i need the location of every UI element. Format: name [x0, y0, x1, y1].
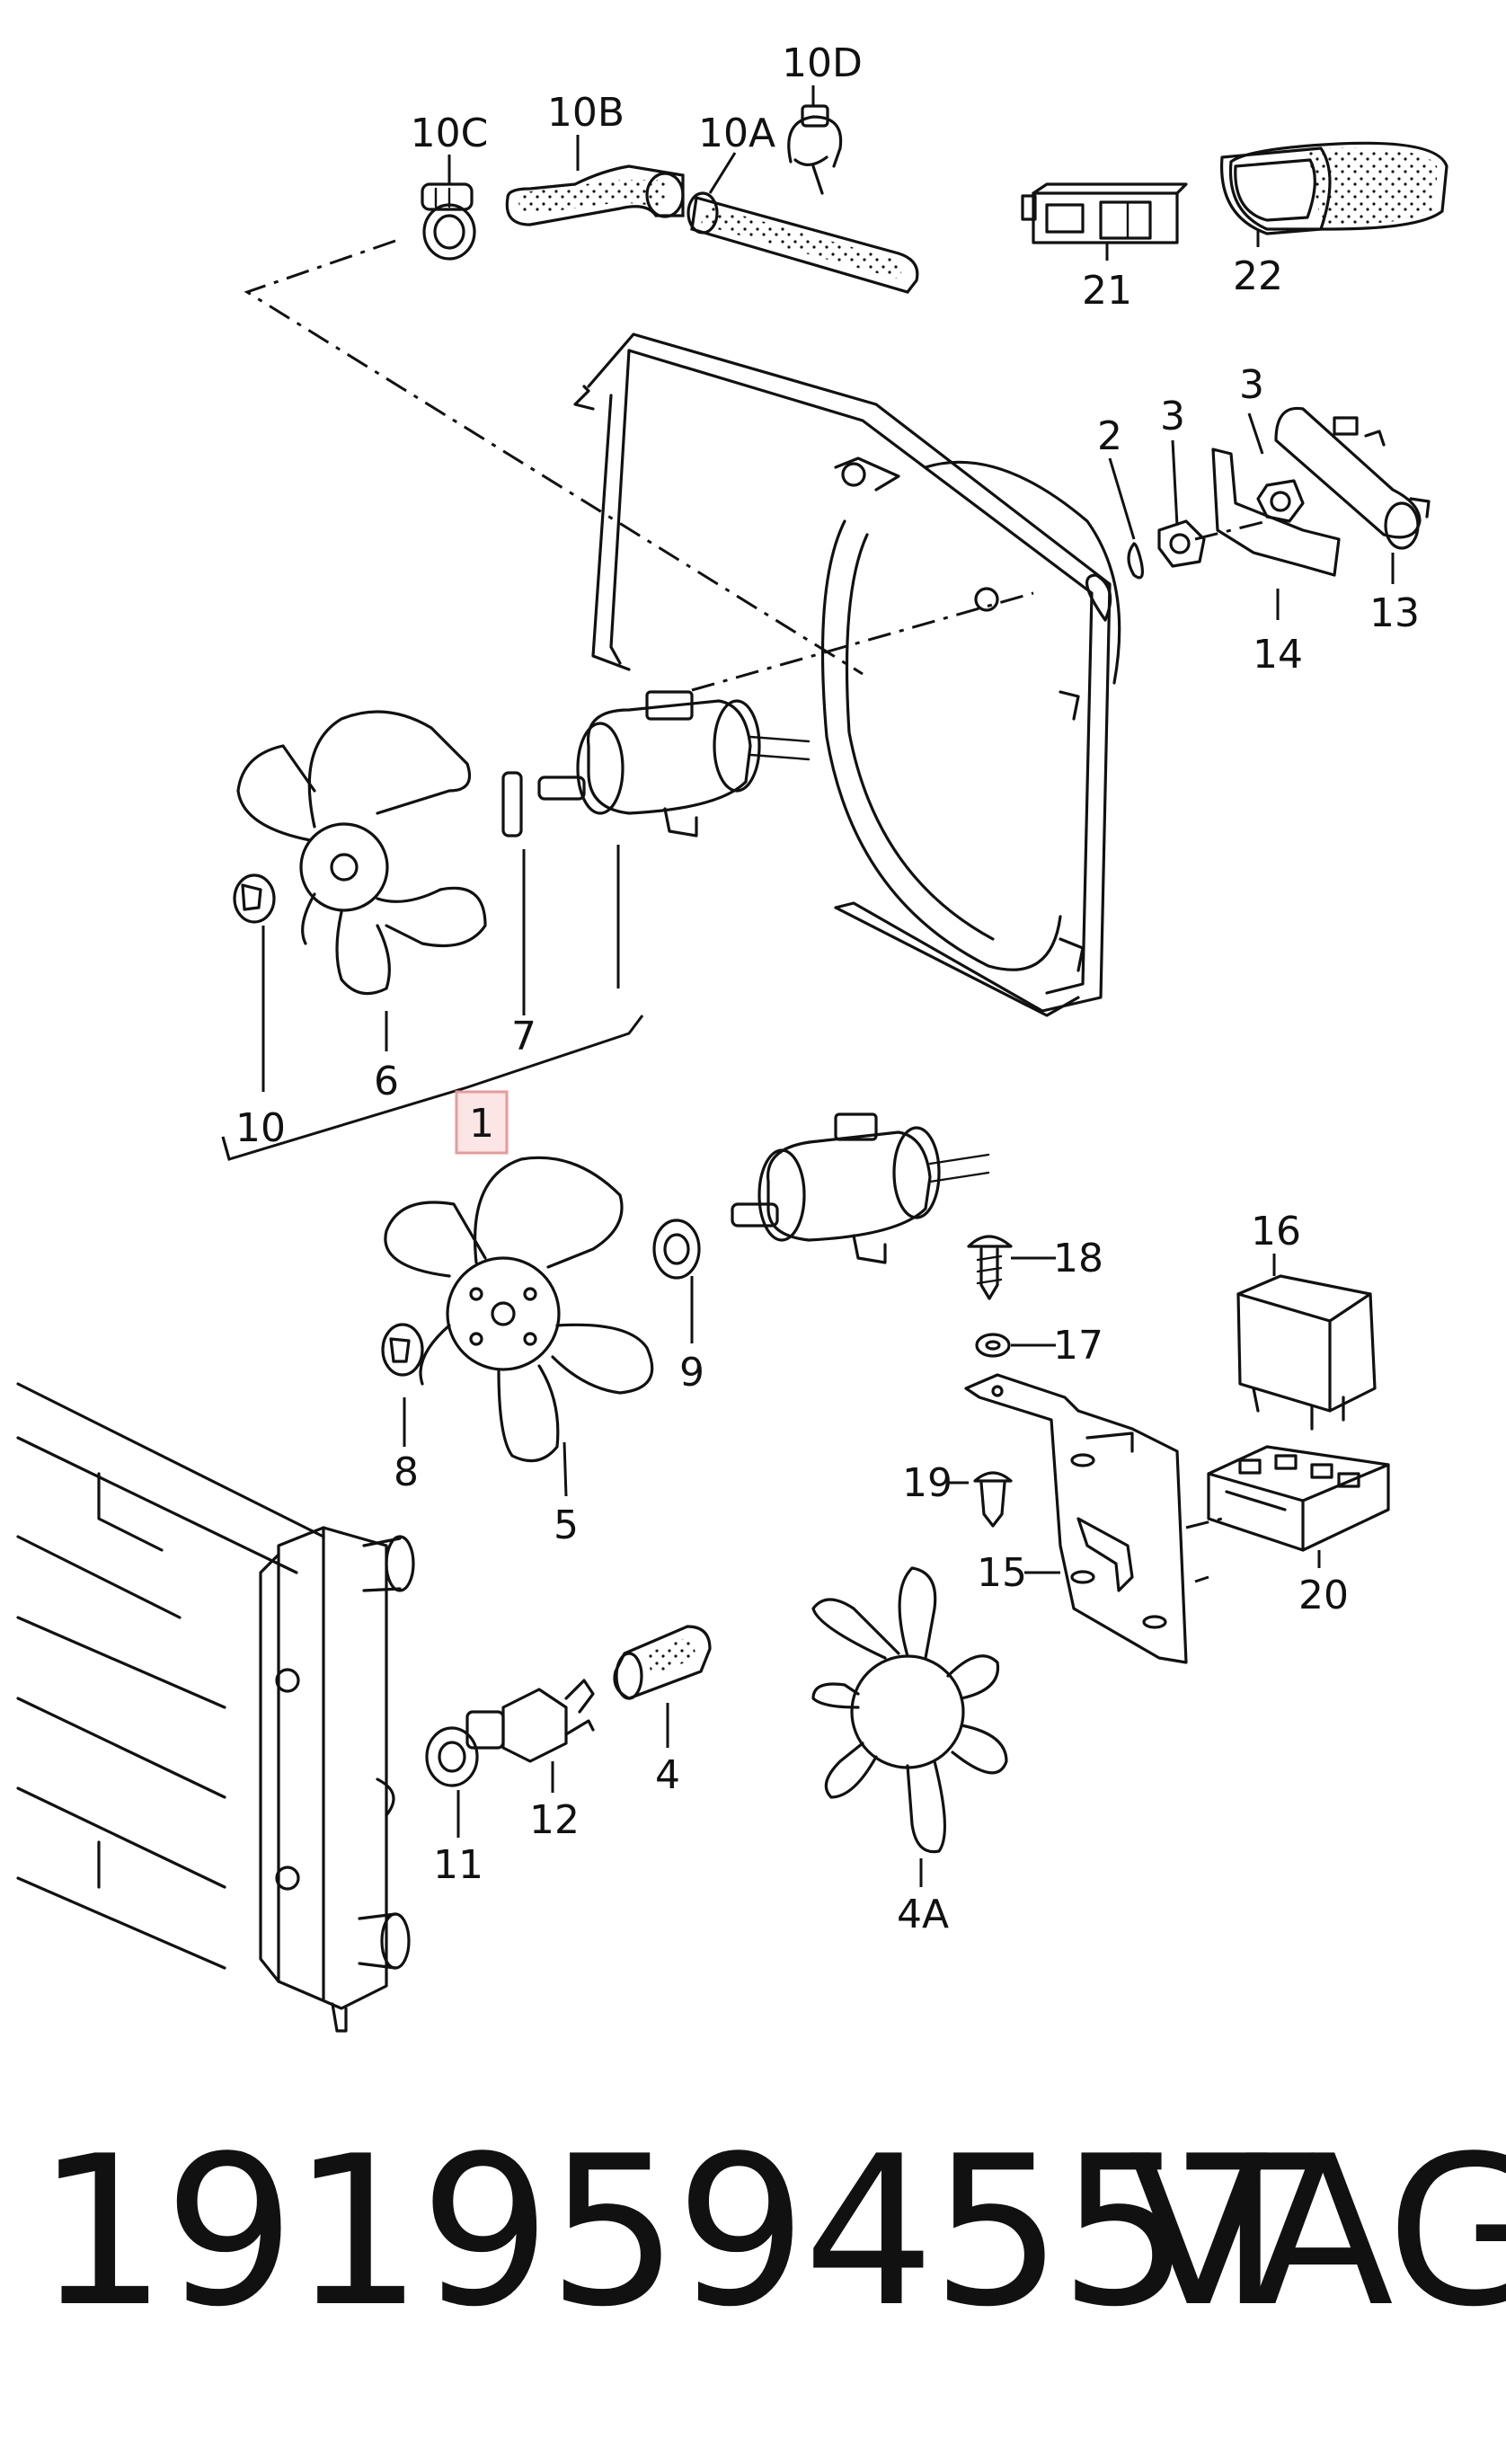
callout-10d: 10D: [782, 40, 863, 86]
dashline-resistor: [1194, 519, 1268, 541]
callout-13: 13: [1369, 590, 1420, 636]
pin-7: [501, 771, 523, 838]
clip-8: [381, 1323, 424, 1377]
relay-16: [1236, 1274, 1377, 1431]
fan-4a: [811, 1566, 1008, 1854]
dashline-hose-10c: [244, 239, 864, 676]
callout-7: 7: [511, 1014, 536, 1059]
callout-15: 15: [977, 1550, 1027, 1596]
nut-10: [233, 873, 276, 924]
callout-21: 21: [1082, 268, 1132, 314]
hose-10a: [687, 191, 919, 294]
fan-motor-upper: [537, 690, 811, 838]
highlight-box-callout-1: [455, 1090, 509, 1155]
bracket-left-tick: [221, 1136, 231, 1160]
brand-label: VAG: [1128, 2113, 1506, 2353]
callout-10a: 10A: [698, 111, 775, 156]
screw-18: [967, 1235, 1013, 1300]
air-duct-22: [1219, 141, 1448, 235]
plug-4: [613, 1625, 712, 1700]
callout-8: 8: [394, 1449, 419, 1495]
callout-10c: 10C: [411, 111, 489, 156]
washer-17: [975, 1333, 1011, 1358]
fan-blade-5: [384, 1156, 654, 1463]
relay-bracket-15: [964, 1373, 1188, 1664]
callout-6: 6: [374, 1059, 399, 1104]
callout-4a: 4A: [897, 1892, 949, 1937]
resistor-13: [1274, 406, 1431, 550]
clip-19: [973, 1471, 1013, 1528]
hose-10b: [505, 164, 685, 226]
callout-22: 22: [1233, 253, 1283, 299]
part-number: 191959455T: [36, 2113, 1313, 2353]
callout-18: 18: [1053, 1236, 1103, 1281]
dashline-motor: [691, 591, 1034, 692]
callout-10: 10: [235, 1105, 286, 1151]
callout-17: 17: [1053, 1323, 1103, 1369]
hose-clamp-10c: [421, 182, 476, 261]
seal-ring-11: [425, 1726, 479, 1787]
fan-shroud: [573, 332, 1121, 1017]
callout-9: 9: [679, 1350, 704, 1396]
callout-5: 5: [554, 1502, 579, 1548]
dashline-relay-b: [1194, 1575, 1209, 1583]
bracket-14: [1211, 448, 1341, 577]
dashline-relay: [1185, 1517, 1223, 1529]
fan-blade-6: [236, 710, 487, 996]
leader-lines: [261, 85, 1395, 1887]
washer-2: [1127, 542, 1144, 580]
nut-3-left: [1157, 519, 1206, 568]
bracket-group-1: [221, 1015, 644, 1161]
retainer-9: [652, 1219, 701, 1280]
callout-11: 11: [433, 1842, 483, 1888]
relay-socket-20: [1207, 1445, 1390, 1552]
callout-2: 2: [1097, 413, 1122, 459]
callout-4: 4: [655, 1752, 680, 1798]
callout-16: 16: [1251, 1209, 1301, 1254]
hose-clip-10d: [787, 104, 843, 195]
radiator: [16, 1382, 415, 2033]
callout-12: 12: [529, 1797, 580, 1843]
thermo-switch-12: [465, 1679, 595, 1763]
callout-19: 19: [902, 1460, 952, 1506]
callout-10b: 10B: [547, 90, 625, 136]
connector-21: [1021, 182, 1188, 244]
callout-20: 20: [1298, 1573, 1349, 1618]
callout-14: 14: [1253, 632, 1303, 678]
callout-1: 1: [469, 1101, 494, 1147]
fan-motor-lower: [731, 1112, 990, 1264]
callout-3-bracket: 3: [1239, 362, 1264, 408]
callout-3-nut: 3: [1160, 394, 1185, 439]
